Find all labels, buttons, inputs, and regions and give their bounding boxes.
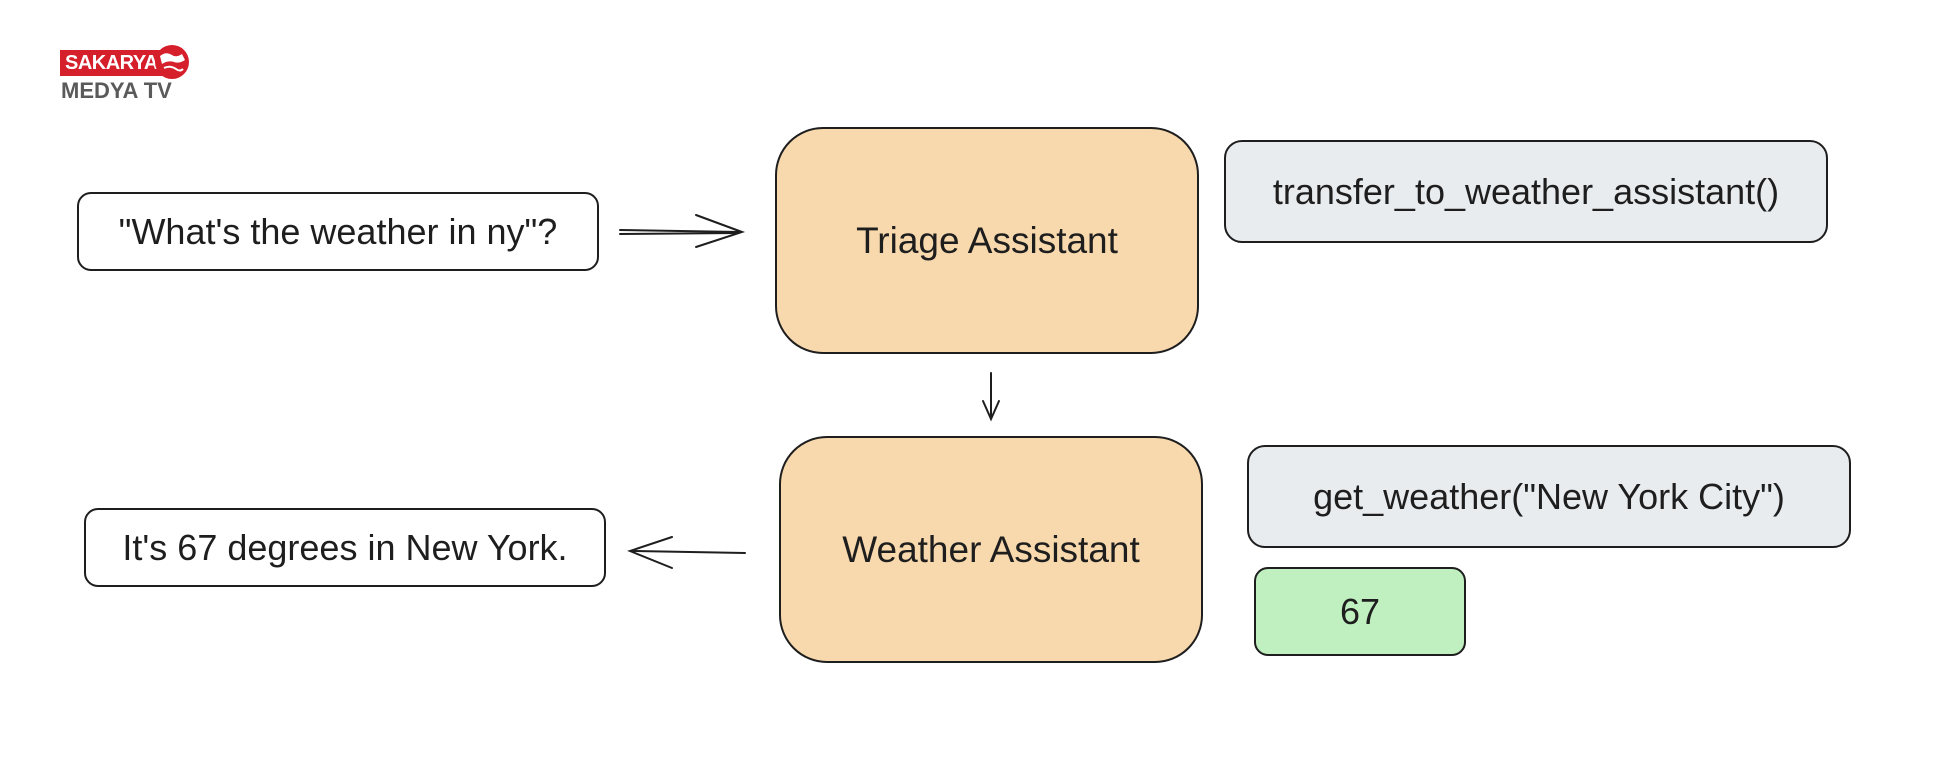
triage-assistant-node: Triage Assistant	[775, 127, 1199, 354]
weather-assistant-node: Weather Assistant	[779, 436, 1203, 663]
arrow-triage-to-weather	[982, 372, 1000, 422]
function-result: 67	[1254, 567, 1466, 656]
user-query-box: "What's the weather in ny"?	[77, 192, 599, 271]
assistant-reply-box: It's 67 degrees in New York.	[84, 508, 606, 587]
get-weather-function-call: get_weather("New York City")	[1247, 445, 1851, 548]
sakarya-medya-tv-logo: SAKARYA MEDYA TV	[60, 42, 190, 106]
transfer-function-call: transfer_to_weather_assistant()	[1224, 140, 1828, 243]
logo-brand-badge: SAKARYA	[60, 50, 163, 76]
arrow-query-to-triage	[619, 214, 746, 248]
arrow-weather-to-reply	[627, 536, 746, 569]
globe-icon	[155, 45, 189, 79]
logo-subtitle: MEDYA TV	[61, 78, 172, 103]
